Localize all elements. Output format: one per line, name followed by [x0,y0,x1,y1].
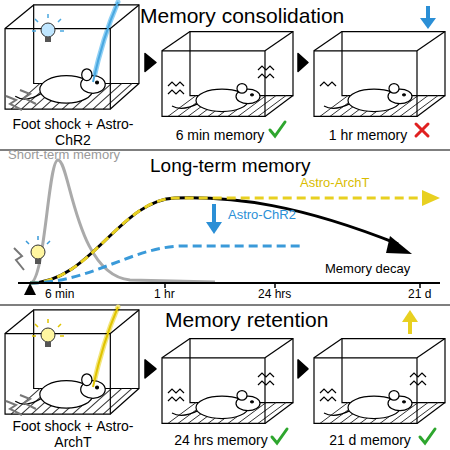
cage-caption: 21 d memory [318,432,422,448]
cage-caption: 1 hr memory [318,127,418,143]
freezing-mark [320,389,336,401]
cage-panel: 6 min memory [158,28,296,143]
axis-tick-label: 1 hr [154,288,175,301]
sequence-arrow [145,54,156,72]
bulb-base [45,37,51,42]
panel-heading: Memory consolidation [140,4,344,27]
freezing-mark [168,389,184,401]
bulb-base [45,342,51,347]
decay-arrow-head [386,236,412,254]
cage [314,32,445,117]
optic-fiber [93,307,118,387]
cage [5,5,139,109]
cage-panel: 21 d memory [310,335,448,448]
freezing-mark [258,373,274,385]
cross-mark [416,124,428,136]
check-mark [420,429,435,443]
optic-fiber [93,307,118,387]
decrease-arrow [426,6,430,20]
sequence-arrow [298,54,308,72]
check-mark [270,122,285,136]
sequence-arrow [145,360,156,378]
bulb-rays [26,236,50,244]
curve-label: Short-term memory [8,148,120,162]
cage-caption: 6 min memory [166,127,274,143]
light-bulb [26,236,50,264]
sequence-arrow [298,360,308,378]
decrease-arrow [212,204,216,224]
cage-panel: Foot shock + Astro-ArchT [3,306,143,450]
increase-arrow-head [402,310,418,322]
optic-fiber [93,2,118,82]
time-axis [18,282,440,284]
cage [162,32,293,117]
panel-heading: Memory retention [165,308,328,331]
decrease-arrow-head [206,222,222,234]
cage-panel: Foot shock + Astro-ChR2 [3,3,143,148]
freezing-mark [410,373,426,385]
bulb-base [35,259,41,264]
freezing-mark [168,82,184,94]
panel-heading: Long-term memory [150,156,311,177]
bulb-rays [32,319,64,336]
axis-tick-label: 21 d [408,288,431,301]
check-mark [272,429,287,443]
freezing-mark [320,82,336,86]
chr2-curve [30,246,300,283]
bulb-glass [31,245,45,259]
cage [314,339,445,424]
stimulus-marker [24,283,36,295]
axis-ticks [60,283,420,288]
bulb-glass [41,328,55,342]
light-bulb [32,319,64,347]
archt-arrow-head [422,190,440,206]
shock-bolt [20,395,36,409]
shock-bolt [6,401,22,415]
short-term-curve [30,160,215,283]
axis-tick-label: 24 hrs [258,288,291,301]
increase-arrow [408,320,412,334]
shock-bolt [20,90,36,104]
curve-label: Astro-ArchT [300,176,369,190]
panel-separator [0,304,450,305]
bulb-glass [41,23,55,37]
cage-caption: Foot shock + Astro-ArchT [3,418,143,450]
cage-caption: Foot shock + Astro-ChR2 [3,116,143,148]
curve-label: Memory decay [325,262,410,276]
light-bulb [32,14,64,42]
optic-fiber [93,2,118,82]
cage [5,310,139,414]
archt-curve [30,198,422,283]
axis-tick-label: 6 min [45,288,74,301]
shock-bolt [6,96,22,110]
freezing-mark [258,66,274,78]
bulb-rays [32,14,64,31]
cage-panel: 1 hr memory [310,28,448,143]
cage-caption: 24 hrs memory [166,432,276,448]
curve-label: Astro-ChR2 [228,208,296,222]
cage [162,339,293,424]
shock-bolt [14,248,24,270]
decrease-arrow-head [420,18,436,29]
cage-panel: 24 hrs memory [158,335,296,448]
